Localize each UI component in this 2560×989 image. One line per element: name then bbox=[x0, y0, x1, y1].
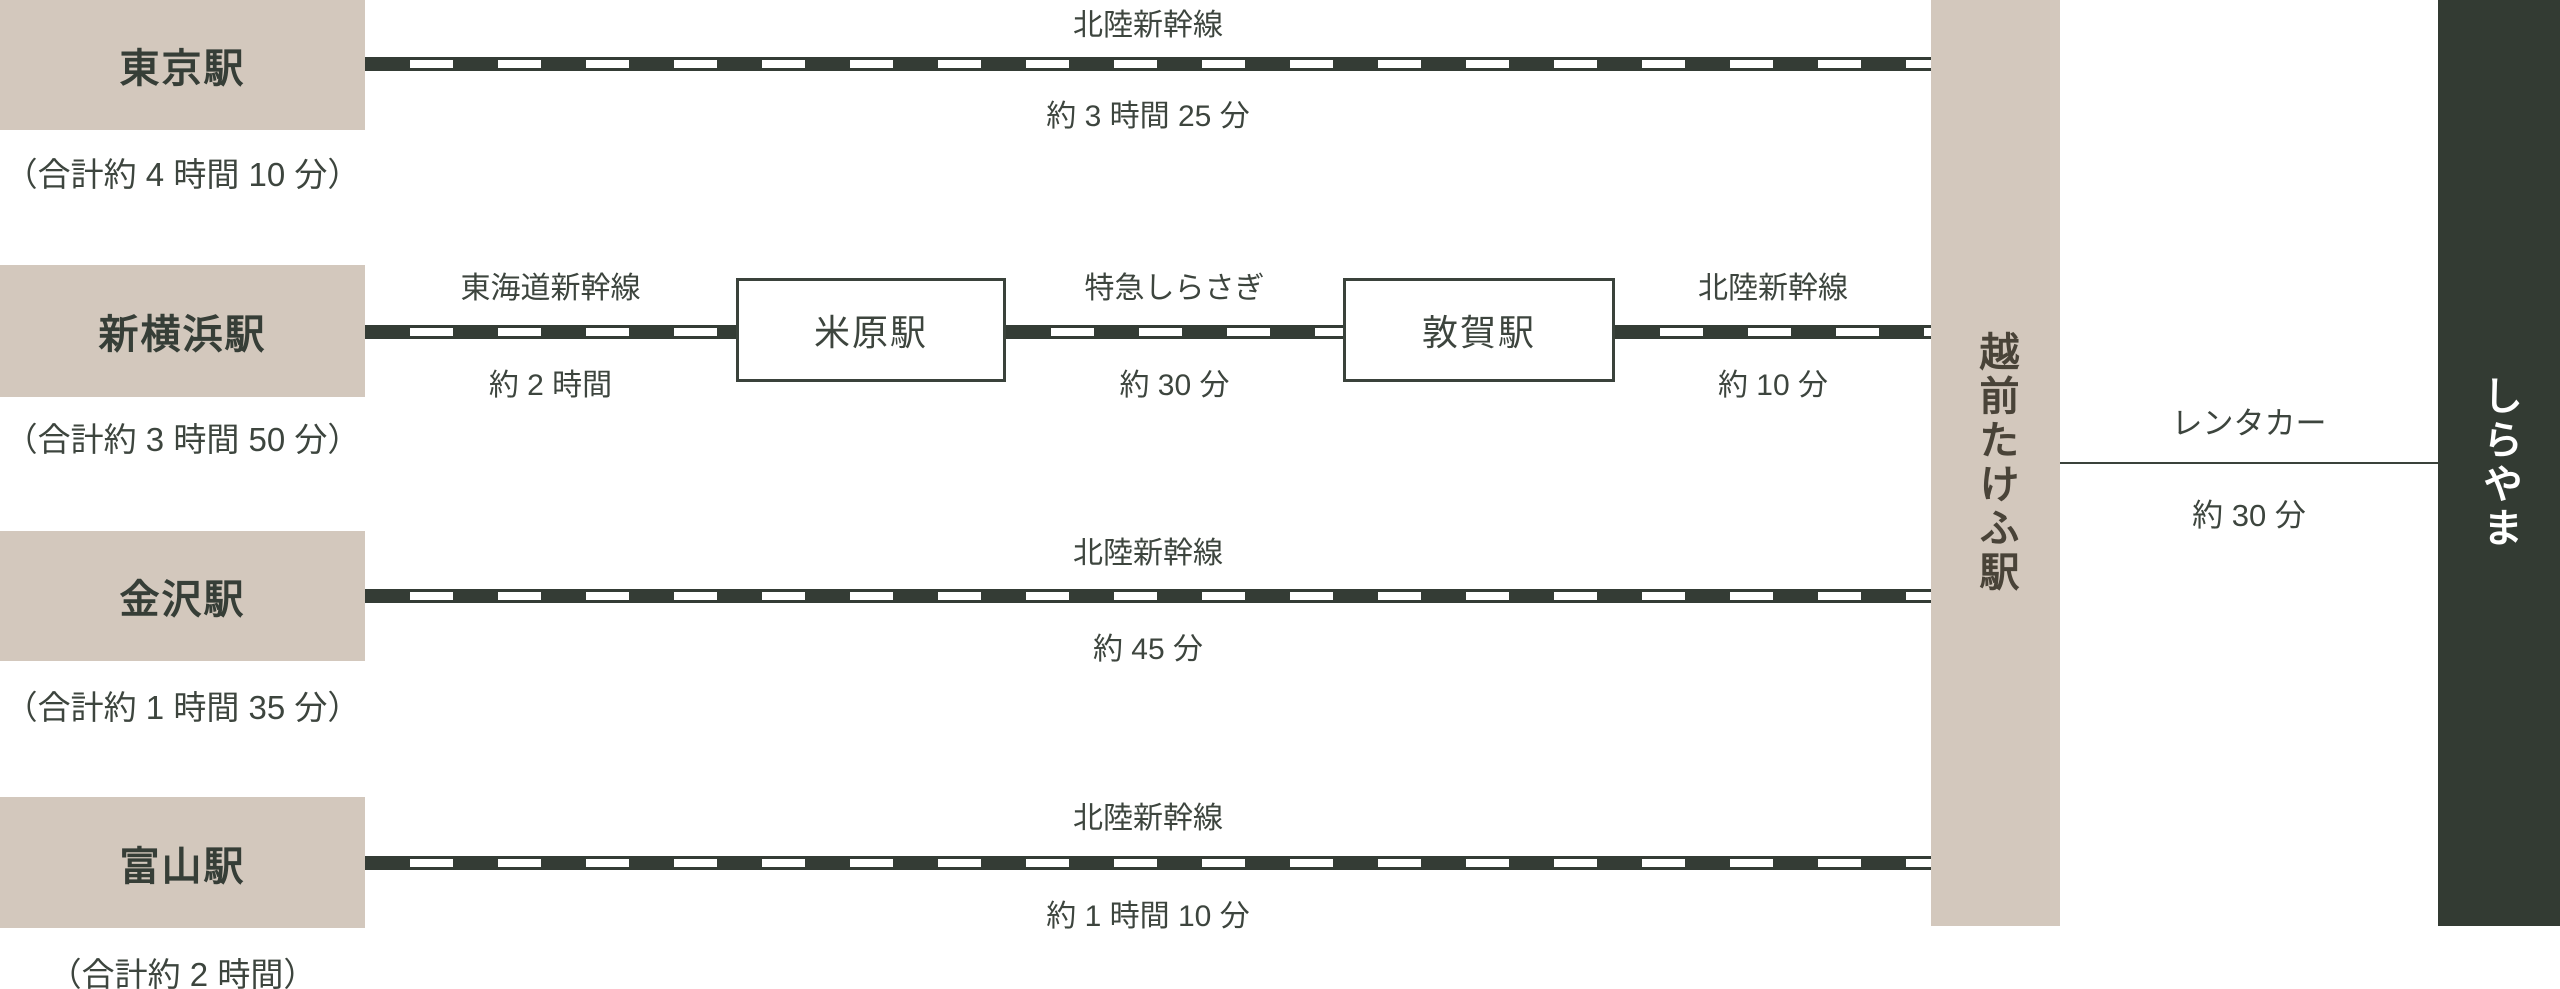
origin-station-kanazawa: 金沢駅 bbox=[0, 531, 365, 661]
rail-line-kanazawa bbox=[365, 589, 1931, 603]
line-name-hokuriku-shinkansen-row3: 北陸新幹線 bbox=[1073, 537, 1223, 570]
origin-station-toyama: 富山駅 bbox=[0, 797, 365, 928]
transfer-station-maibara: 米原駅 bbox=[736, 278, 1006, 382]
rail-line-tsuruga-echizen-takefu bbox=[1615, 325, 1931, 339]
final-destination-shirayama: しらやま bbox=[2477, 375, 2521, 551]
line-name-hokuriku-shinkansen-row2: 北陸新幹線 bbox=[1698, 272, 1848, 305]
hub-station-echizen-takefu: 越前たけふ駅 bbox=[1973, 331, 2018, 595]
duration-ltd-exp-shirasagi: 約 30 分 bbox=[1119, 369, 1230, 402]
rail-line-maibara-tsuruga bbox=[1006, 325, 1343, 339]
duration-tokaido-shinkansen: 約 2 時間 bbox=[488, 369, 613, 402]
car-transfer-mode: レンタカー bbox=[2171, 406, 2327, 441]
duration-hokuriku-shinkansen-row2: 約 10 分 bbox=[1717, 369, 1829, 402]
line-name-ltd-exp-shirasagi: 特急しらさぎ bbox=[1084, 272, 1265, 305]
rail-line-tokyo bbox=[365, 57, 1931, 71]
car-transfer-line bbox=[2060, 462, 2438, 464]
duration-kanazawa: 約 45 分 bbox=[1092, 633, 1204, 666]
total-time-shin-yokohama: （合計約 3 時間 50 分） bbox=[4, 421, 361, 458]
line-name-hokuriku-shinkansen-row4: 北陸新幹線 bbox=[1073, 802, 1223, 835]
car-transfer-duration: 約 30 分 bbox=[2192, 498, 2306, 533]
rail-line-toyama bbox=[365, 856, 1931, 870]
line-name-hokuriku-shinkansen-row1: 北陸新幹線 bbox=[1073, 9, 1223, 42]
line-name-tokaido-shinkansen: 東海道新幹線 bbox=[460, 272, 641, 305]
origin-station-shin-yokohama: 新横浜駅 bbox=[0, 265, 365, 397]
final-destination-bar: しらやま bbox=[2438, 0, 2560, 926]
hub-station-bar: 越前たけふ駅 bbox=[1931, 0, 2060, 926]
transfer-station-tsuruga: 敦賀駅 bbox=[1343, 278, 1615, 382]
total-time-tokyo: （合計約 4 時間 10 分） bbox=[4, 156, 361, 193]
duration-tokyo: 約 3 時間 25 分 bbox=[1046, 100, 1250, 133]
origin-station-tokyo: 東京駅 bbox=[0, 0, 365, 130]
total-time-kanazawa: （合計約 1 時間 35 分） bbox=[4, 689, 361, 726]
duration-toyama: 約 1 時間 10 分 bbox=[1046, 900, 1250, 933]
total-time-toyama: （合計約 2 時間） bbox=[48, 956, 317, 989]
rail-line-shin-yokohama-maibara bbox=[365, 325, 736, 339]
